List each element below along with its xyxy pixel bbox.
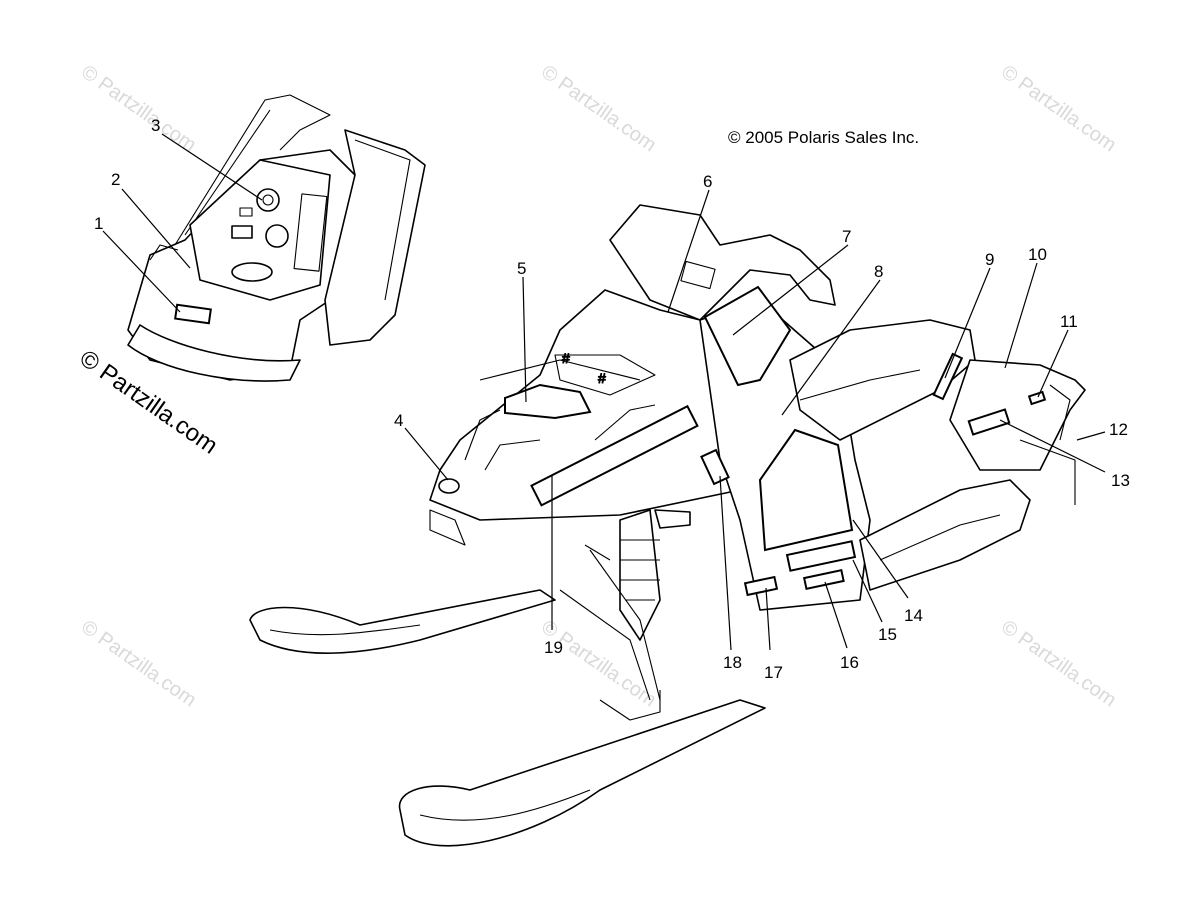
callout-10: 10 bbox=[1028, 245, 1047, 264]
callout-9: 9 bbox=[985, 250, 994, 269]
callout-2: 2 bbox=[111, 170, 120, 189]
watermark-6: © Partzilla.com bbox=[997, 616, 1120, 711]
watermark-1: © Partzilla.com bbox=[77, 61, 200, 156]
callout-19: 19 bbox=[544, 638, 563, 657]
callout-8: 8 bbox=[874, 262, 883, 281]
watermark-2: © Partzilla.com bbox=[537, 61, 660, 156]
callout-7: 7 bbox=[842, 227, 851, 246]
callout-13: 13 bbox=[1111, 471, 1130, 490]
callout-15: 15 bbox=[878, 625, 897, 644]
watermark-4: © Partzilla.com bbox=[77, 616, 200, 711]
callout-18: 18 bbox=[723, 653, 742, 672]
callout-1: 1 bbox=[94, 214, 103, 233]
copyright-text: © 2005 Polaris Sales Inc. bbox=[728, 128, 919, 147]
callout-11: 11 bbox=[1060, 312, 1078, 331]
leader-lines bbox=[102, 133, 1106, 651]
svg-text:#: # bbox=[562, 350, 570, 366]
callout-labels: 1 2 3 4 5 6 7 8 9 10 11 12 13 14 15 16 1… bbox=[94, 116, 1130, 682]
watermark-3: © Partzilla.com bbox=[997, 61, 1120, 156]
callout-12: 12 bbox=[1109, 420, 1128, 439]
callout-17: 17 bbox=[764, 663, 783, 682]
callout-3: 3 bbox=[151, 116, 160, 135]
console-inset-drawing bbox=[127, 94, 426, 382]
callout-5: 5 bbox=[517, 259, 526, 278]
callout-14: 14 bbox=[904, 606, 923, 625]
callout-6: 6 bbox=[703, 172, 712, 191]
callout-16: 16 bbox=[840, 653, 859, 672]
snowmobile-drawing: # # bbox=[249, 204, 1086, 847]
callout-4: 4 bbox=[394, 411, 403, 430]
svg-text:#: # bbox=[598, 370, 606, 386]
